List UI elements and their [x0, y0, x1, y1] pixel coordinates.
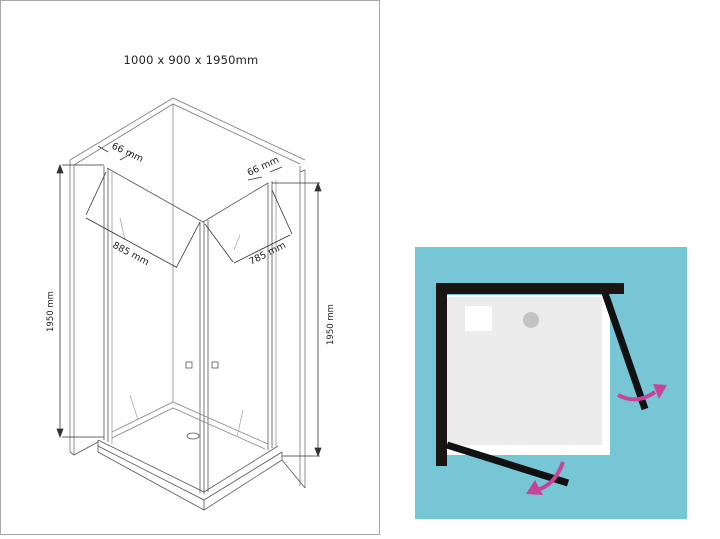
- right-door-width-label: 785 mm: [247, 240, 287, 268]
- floor-plan-diagram: [415, 247, 687, 519]
- dimensions-title: 1000 x 900 x 1950mm: [123, 53, 259, 67]
- right-height-label: 1950 mm: [326, 304, 336, 345]
- arrow-head-icon: [653, 384, 667, 399]
- left-door-width-label: 885 mm: [111, 240, 151, 268]
- swing-arrow-icon: [536, 390, 657, 492]
- isometric-drawing-panel: 1000 x 900 x 1950mm: [0, 0, 380, 535]
- drain-icon: [523, 312, 539, 328]
- left-height-label: 1950 mm: [46, 291, 56, 332]
- front-door-panel: [445, 441, 570, 487]
- right-door-panel: [601, 291, 649, 411]
- left-offset-label: 66 mm: [110, 141, 145, 165]
- tray-corner-square: [465, 306, 492, 331]
- arrow-head-icon: [526, 480, 543, 495]
- right-offset-label: 66 mm: [246, 155, 281, 179]
- enclosure-frame: [436, 283, 624, 466]
- shower-enclosure-isometric: 66 mm 66 mm 885 mm 785 mm 1950 mm 1950 m…: [46, 97, 336, 511]
- door-handle-icon: [185, 361, 219, 369]
